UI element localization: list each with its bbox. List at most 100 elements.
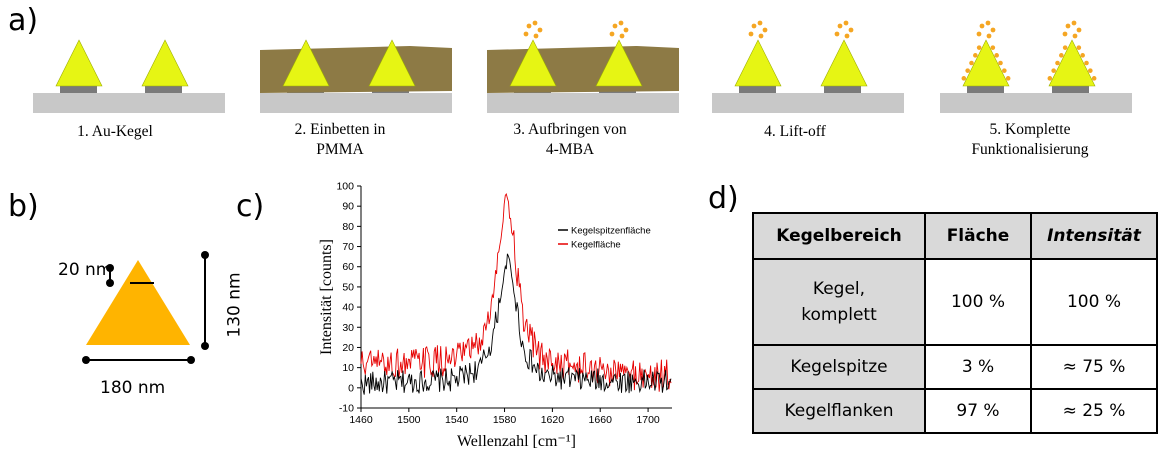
step-caption-line: Funktionalisierung: [971, 141, 1089, 158]
panel-label-c: c): [236, 189, 265, 224]
mba-molecule: [1072, 33, 1078, 39]
table-row: Kegel, komplett 100 % 100 %: [752, 258, 1158, 346]
mba-molecule: [748, 31, 754, 37]
au-cone: [1048, 39, 1096, 87]
x-tick-label: 1700: [636, 414, 660, 426]
mba-molecule: [533, 33, 539, 39]
mba-molecule: [751, 23, 757, 29]
mba-molecule: [990, 27, 996, 33]
mba-molecule: [1071, 20, 1077, 26]
au-pad: [739, 86, 776, 93]
legend-entry: Kegelspitzenfläche: [571, 226, 651, 237]
au-pad: [60, 86, 97, 93]
mba-molecule: [973, 53, 978, 58]
mba-molecule: [844, 33, 850, 39]
mba-molecule: [1051, 68, 1056, 73]
mba-molecule: [618, 20, 624, 26]
mba-molecule: [1080, 53, 1085, 58]
header-intensity: Intensität: [1030, 212, 1158, 260]
y-tick-label: 80: [342, 221, 354, 233]
mba-molecule: [1047, 76, 1053, 81]
chart-axes: [360, 186, 672, 409]
au-cone: [282, 39, 330, 87]
mba-molecule: [965, 68, 970, 73]
substrate: [33, 93, 225, 113]
cone-cross-section: [86, 260, 190, 345]
row-label-line: Kegel,: [812, 279, 866, 299]
x-tick-label: 1620: [541, 414, 565, 426]
mba-molecule: [619, 33, 625, 39]
mba-molecule: [1062, 31, 1068, 37]
table-row: Kegelflanken 97 % ≈ 25 %: [752, 388, 1158, 434]
step-illustration: [487, 20, 679, 113]
substrate: [487, 93, 679, 113]
area-cell: 97 %: [924, 388, 1032, 434]
mba-molecule: [994, 53, 999, 58]
y-tick-label: 50: [342, 281, 354, 293]
base-dimension-dot-left: [82, 356, 90, 364]
au-pad: [824, 86, 861, 93]
mba-molecule: [976, 31, 982, 37]
height-dimension-dot-bottom: [201, 342, 209, 350]
y-tick-label: 100: [336, 181, 354, 193]
process-step: [33, 18, 228, 116]
intensity-table: Kegelbereich Fläche Intensität Kegel, ko…: [752, 212, 1158, 434]
panel-label-d: d): [708, 181, 739, 216]
substrate: [712, 93, 904, 113]
y-tick-label: 60: [342, 261, 354, 273]
au-cone: [595, 39, 643, 87]
process-step: [712, 18, 907, 116]
mba-molecule: [532, 20, 538, 26]
mba-molecule: [1088, 68, 1093, 73]
mba-molecule: [758, 33, 764, 39]
mba-molecule: [1059, 53, 1064, 58]
mba-molecule: [985, 20, 991, 26]
step-caption: 4. Lift-off: [695, 122, 895, 142]
mba-molecule: [843, 20, 849, 26]
tip-dimension-label: 20 nm: [58, 260, 113, 280]
mba-molecule: [609, 31, 615, 37]
au-cone: [820, 39, 868, 87]
process-step: [940, 18, 1135, 116]
step-illustration: [712, 20, 904, 113]
intensity-cell: ≈ 75 %: [1030, 344, 1158, 390]
header-area: Fläche: [924, 212, 1032, 260]
mba-molecule: [623, 27, 629, 33]
header-region: Kegelbereich: [752, 212, 926, 260]
step-caption-line: 5. Komplette: [989, 121, 1071, 138]
step-caption-line: 3. Aufbringen von: [513, 121, 627, 138]
series-line: [360, 253, 672, 395]
cone-dimension-sketch: [82, 251, 209, 364]
y-tick-label: 90: [342, 201, 354, 213]
mba-molecule: [976, 45, 982, 50]
table-header-row: Kegelbereich Fläche Intensität: [752, 212, 1158, 260]
row-label: Kegelflanken: [752, 388, 926, 434]
row-label: Kegel, komplett: [752, 258, 926, 346]
mba-molecule: [757, 20, 763, 26]
mba-molecule: [526, 23, 532, 29]
step-caption-line: 2. Einbetten in: [294, 121, 386, 138]
mba-molecule: [612, 23, 618, 29]
au-cone: [734, 39, 782, 87]
y-tick-label: 30: [342, 322, 354, 334]
au-cone: [509, 39, 557, 87]
intensity-cell: 100 %: [1030, 258, 1158, 346]
mba-molecule: [1091, 76, 1097, 81]
x-tick-label: 1540: [445, 414, 469, 426]
series-line: [360, 192, 672, 392]
area-cell: 100 %: [924, 258, 1032, 346]
area-cell: 3 %: [924, 344, 1032, 390]
mba-molecule: [979, 23, 985, 29]
legend-entry: Kegelfläche: [571, 240, 621, 251]
height-dimension-label: 130 nm: [224, 272, 245, 338]
au-cone: [55, 39, 103, 87]
step-illustration: [33, 39, 225, 113]
mba-molecule: [998, 60, 1003, 66]
mba-molecule: [1002, 68, 1007, 73]
x-tick-label: 1660: [589, 414, 613, 426]
panel-label-b: b): [8, 189, 39, 224]
